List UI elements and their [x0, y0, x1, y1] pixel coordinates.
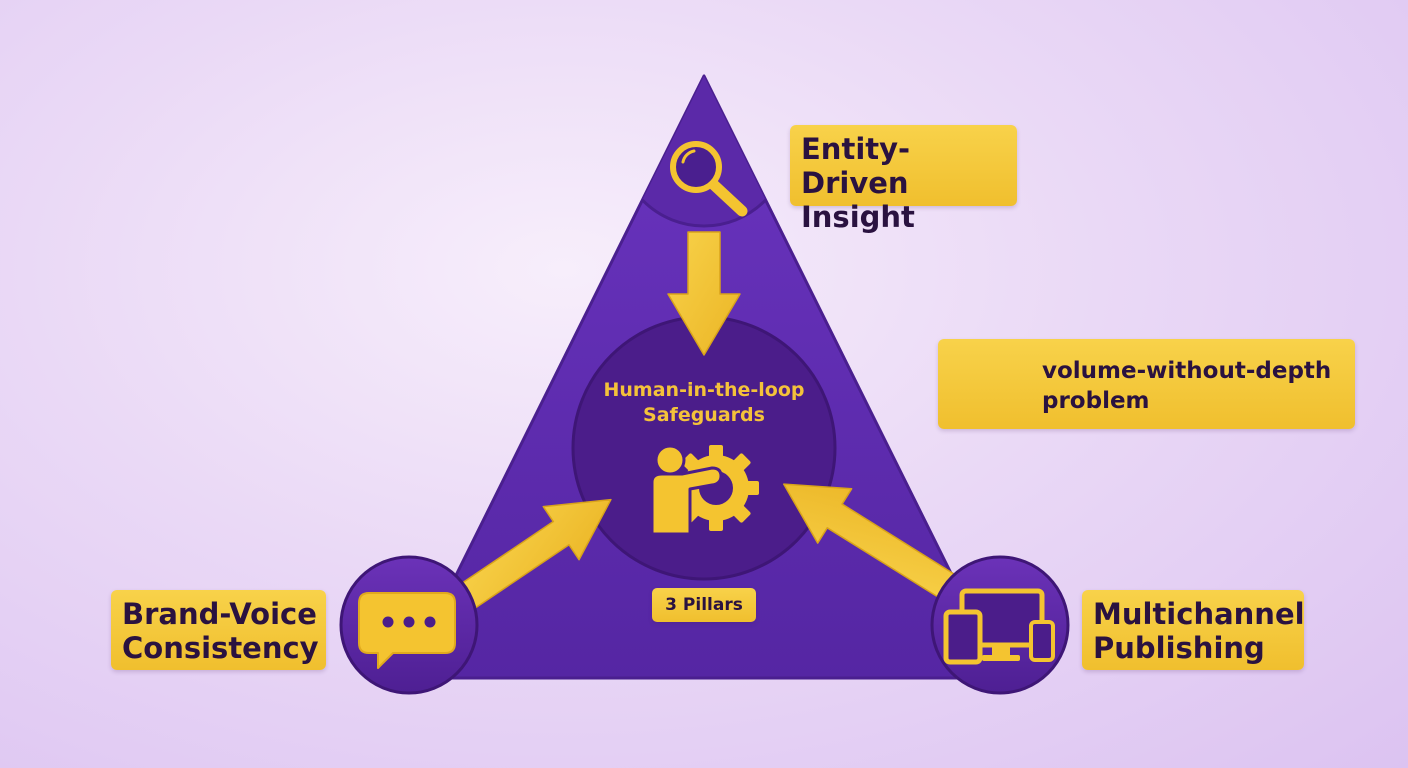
center-title: Human-in-the-loop Safeguards	[603, 379, 805, 426]
pillar-label-text: Multichannel Publishing	[1093, 597, 1305, 665]
magnifier-icon	[670, 141, 748, 217]
pillars-count-badge: 3 Pillars	[652, 588, 756, 622]
pillar-label-text: Brand-Voice Consistency	[122, 597, 319, 665]
chat-bubble-icon	[358, 592, 456, 669]
pillar-label-brand-voice-consistency: Brand-Voice Consistency	[111, 590, 326, 670]
arrow-bottom-left	[456, 498, 612, 611]
center-hub	[571, 315, 837, 581]
callout-volume-without-depth: volume-without-depth problem	[938, 339, 1355, 429]
pillar-label-multichannel-publishing: Multichannel Publishing	[1082, 590, 1305, 670]
person-gear-icon	[650, 444, 759, 536]
arrow-bottom-right	[783, 483, 959, 601]
callout-text: volume-without-depth problem	[1042, 358, 1332, 414]
devices-icon	[943, 588, 1055, 665]
arrow-top	[667, 231, 741, 356]
badge-text: 3 Pillars	[665, 595, 743, 615]
pillar-label-text: Entity-Driven Insight	[801, 132, 915, 234]
pillar-label-entity-driven-insight: Entity-Driven Insight	[790, 125, 1017, 234]
